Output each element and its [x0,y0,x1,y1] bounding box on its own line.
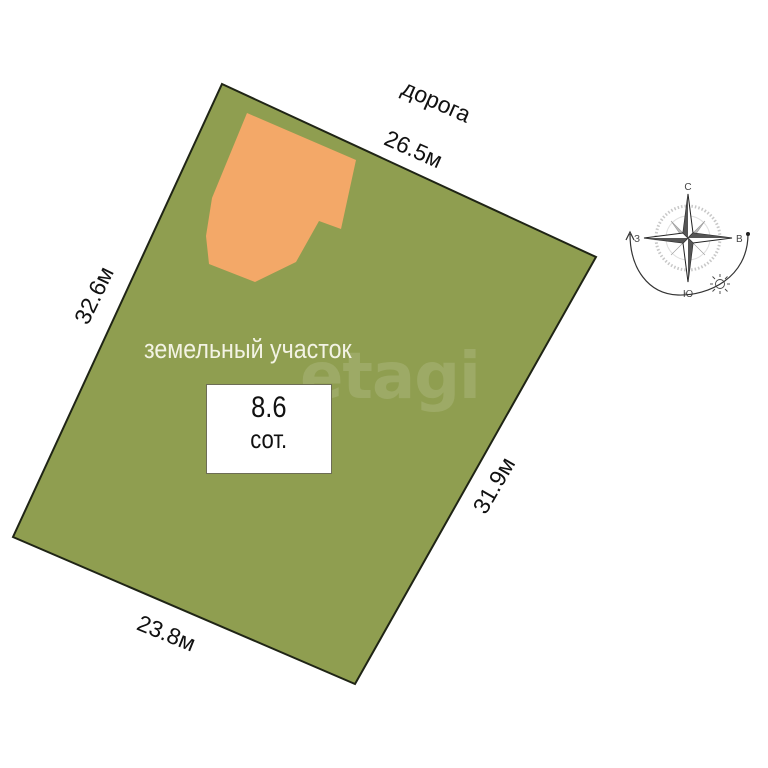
house-footprint [206,113,356,282]
arrow-head-icon [625,230,635,241]
compass-north-label: С [684,182,691,193]
area-value: 8.6 [251,391,287,424]
compass-west-label: З [634,234,640,245]
plot-title: земельный участок [144,334,352,364]
compass-east-label: В [736,234,743,245]
sun-path-arc [629,233,749,296]
sun-icon [710,274,730,294]
area-unit: сот. [250,424,288,454]
compass-rose: С Ю З В [625,182,750,300]
area-box: 8.6 сот. [206,384,332,474]
